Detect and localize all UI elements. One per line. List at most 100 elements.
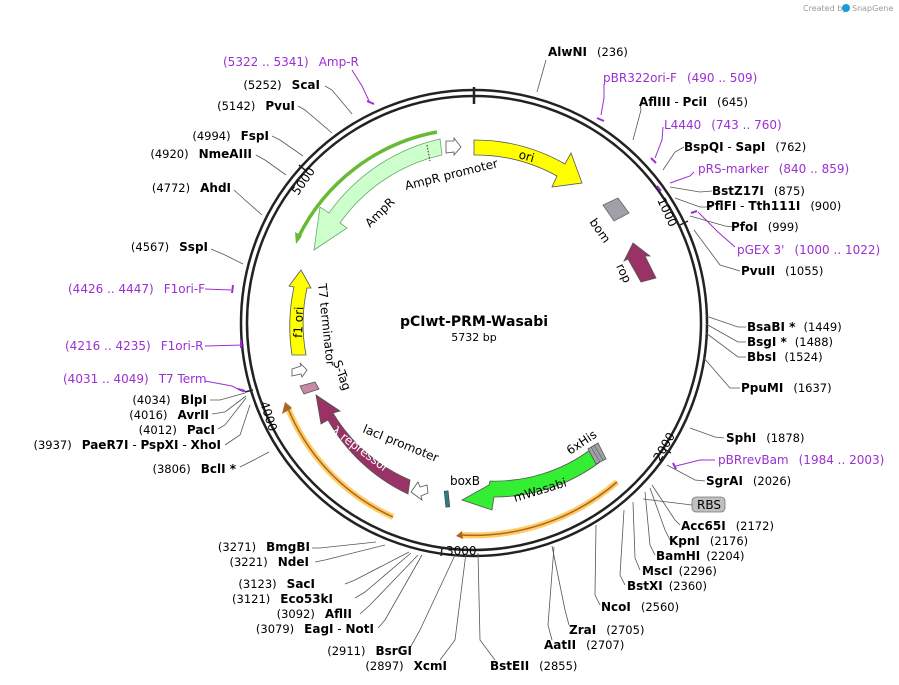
plasmid-title: pCIwt-PRM-Wasabi 5732 bp <box>400 314 548 344</box>
site-bsgi[interactable]: BsgI *(1488) <box>747 335 833 349</box>
site-bsabi[interactable]: BsaBI *(1449) <box>747 320 842 334</box>
site-pflfi-tth111i[interactable]: PflFI - Tth111I(900) <box>706 199 841 213</box>
ori-feature[interactable] <box>473 139 583 188</box>
site-sgrai[interactable]: SgrAI(2026) <box>706 474 791 488</box>
site-fspi[interactable]: (4994)FspI <box>192 129 269 143</box>
primer-amp-r[interactable]: (5322 .. 5341)Amp-R <box>223 55 359 69</box>
lead-bspqi <box>662 146 685 171</box>
mwasabi-orf-line <box>459 481 618 537</box>
site-ahdi[interactable]: (4772)AhdI <box>152 181 231 195</box>
lead-afliii <box>632 103 642 141</box>
site-paer7i-pspxi-xhoi[interactable]: (3937)PaeR7I - PspXI - XhoI <box>33 438 221 452</box>
sites-left: (2897)XcmI (2911)BsrGI (3079)EagI - NotI… <box>33 78 447 673</box>
s-tag-feature[interactable] <box>299 381 320 395</box>
site-aflii[interactable]: (3092)AflII <box>277 607 352 621</box>
ampr-orf-line <box>296 130 438 239</box>
primer-pbrrevbam[interactable]: pBRrevBam(1984 .. 2003) <box>718 453 884 467</box>
f1-ori-feature[interactable] <box>288 269 312 356</box>
primer-amp-r-mark <box>366 100 375 105</box>
lead-aatii <box>547 546 555 641</box>
rop-feature[interactable] <box>623 242 657 283</box>
site-sspi[interactable]: (4567)SspI <box>131 240 208 254</box>
primer-prs-marker-mark <box>656 185 662 192</box>
tick-5000-label: 5000 <box>289 165 318 198</box>
boxb-feature[interactable] <box>443 490 451 508</box>
site-ndei[interactable]: (3221)NdeI <box>230 555 310 569</box>
backbone <box>239 87 709 558</box>
site-aatii[interactable]: AatII(2707) <box>544 638 624 652</box>
lead-bbsi <box>705 332 746 358</box>
site-avrii[interactable]: (4016)AvrII <box>129 408 209 422</box>
site-pfoi[interactable]: PfoI(999) <box>731 220 799 234</box>
ampr-feature[interactable] <box>313 138 443 251</box>
site-bbsi[interactable]: BbsI(1524) <box>747 350 823 364</box>
lead-pfoi <box>689 215 734 228</box>
t7-terminator-label: T7 terminator <box>315 282 338 367</box>
site-eco53ki[interactable]: (3121)Eco53kI <box>232 592 333 606</box>
primer-f1ori-r[interactable]: (4216 .. 4235)F1ori-R <box>65 339 204 353</box>
tick-2000-label: 2000 <box>650 430 677 463</box>
laci-promoter-arrow[interactable] <box>410 481 429 501</box>
site-bamhi[interactable]: BamHI(2204) <box>656 549 745 563</box>
tick-3000-label: 3000 <box>446 544 477 558</box>
site-eagi-noti[interactable]: (3079)EagI - NotI <box>256 622 374 636</box>
plasmid-name: pCIwt-PRM-Wasabi <box>400 314 548 330</box>
primer-pbr322ori-f[interactable]: pBR322ori-F(490 .. 509) <box>603 71 757 85</box>
site-alwni[interactable]: AlwNI(236) <box>548 45 628 59</box>
site-leaders <box>210 59 746 661</box>
site-xcmi[interactable]: (2897)XcmI <box>365 659 447 673</box>
lead-pvuii <box>693 229 741 272</box>
primer-f1ori-f-mark <box>231 284 234 294</box>
tick-3000-mark <box>440 547 443 557</box>
site-ncoi[interactable]: NcoI(2560) <box>601 600 679 614</box>
lead-bcli <box>239 451 270 468</box>
site-nmeaiii[interactable]: (4920)NmeAIII <box>150 147 252 161</box>
primer-l4440-mark <box>650 157 657 164</box>
bom-feature[interactable] <box>602 197 630 222</box>
site-pvuii[interactable]: PvuII(1055) <box>741 264 823 278</box>
primer-pgex3[interactable]: pGEX 3'(1000 .. 1022) <box>737 243 880 257</box>
site-afliii-pcii[interactable]: AflIII - PciI(645) <box>639 95 748 109</box>
tick-4000-mark <box>244 389 254 393</box>
site-zrai[interactable]: ZraI(2705) <box>569 623 644 637</box>
bom-label: bom <box>587 216 614 246</box>
site-msci[interactable]: MscI(2296) <box>642 564 717 578</box>
site-bmgbi[interactable]: (3271)BmgBI <box>218 540 310 554</box>
lead-scai <box>324 85 353 115</box>
site-bspqi-sapi[interactable]: BspQI - SapI(762) <box>684 140 806 154</box>
site-scai[interactable]: (5252)ScaI <box>243 78 320 92</box>
site-acc65i[interactable]: Acc65I(2172) <box>681 519 774 533</box>
rbs-box[interactable] <box>691 496 726 513</box>
site-bstxi[interactable]: BstXI(2360) <box>627 579 707 593</box>
lead-blpi <box>210 392 246 401</box>
primer-prs-marker[interactable]: pRS-marker(840 .. 859) <box>698 162 849 176</box>
lead-zrai <box>551 545 570 626</box>
site-kpni[interactable]: KpnI(2176) <box>669 534 748 548</box>
lambda-repressor-feature[interactable] <box>315 394 411 495</box>
lead-saci <box>344 551 410 585</box>
lead-xhoi <box>224 404 251 446</box>
site-bsrgi[interactable]: (2911)BsrGI <box>327 644 412 658</box>
mwasabi-orf-arrowhead <box>456 531 463 539</box>
primer-t7term[interactable]: (4031 .. 4049)T7 Term <box>63 372 207 386</box>
primer-l4440[interactable]: L4440(743 .. 760) <box>664 118 782 132</box>
ampr-promoter-arrow[interactable] <box>445 136 462 157</box>
site-pvui[interactable]: (5142)PvuI <box>217 99 295 113</box>
site-paci[interactable]: (4012)PacI <box>139 423 215 437</box>
primer-f1ori-f[interactable]: (4426 .. 4447)F1ori-F <box>68 282 205 296</box>
site-bstz17i[interactable]: BstZ17I(875) <box>712 184 805 198</box>
site-bsteii[interactable]: BstEII(2855) <box>490 659 577 673</box>
lead-sphi <box>689 427 725 439</box>
mwasabi-feature[interactable] <box>461 449 601 511</box>
site-ppumi[interactable]: PpuMI(1637) <box>741 381 832 395</box>
tick-1000-mark <box>679 220 689 226</box>
lead-xcmi <box>439 552 467 661</box>
site-sphi[interactable]: SphI(1878) <box>726 431 805 445</box>
6xhis-feature[interactable] <box>587 442 607 465</box>
site-bcli[interactable]: (3806)BclI * <box>152 462 236 476</box>
site-blpi[interactable]: (4034)BlpI <box>132 393 207 407</box>
site-saci[interactable]: (3123)SacI <box>238 577 315 591</box>
lead-bstxi <box>619 509 626 586</box>
tick-1000-label: 1000 <box>654 195 680 229</box>
